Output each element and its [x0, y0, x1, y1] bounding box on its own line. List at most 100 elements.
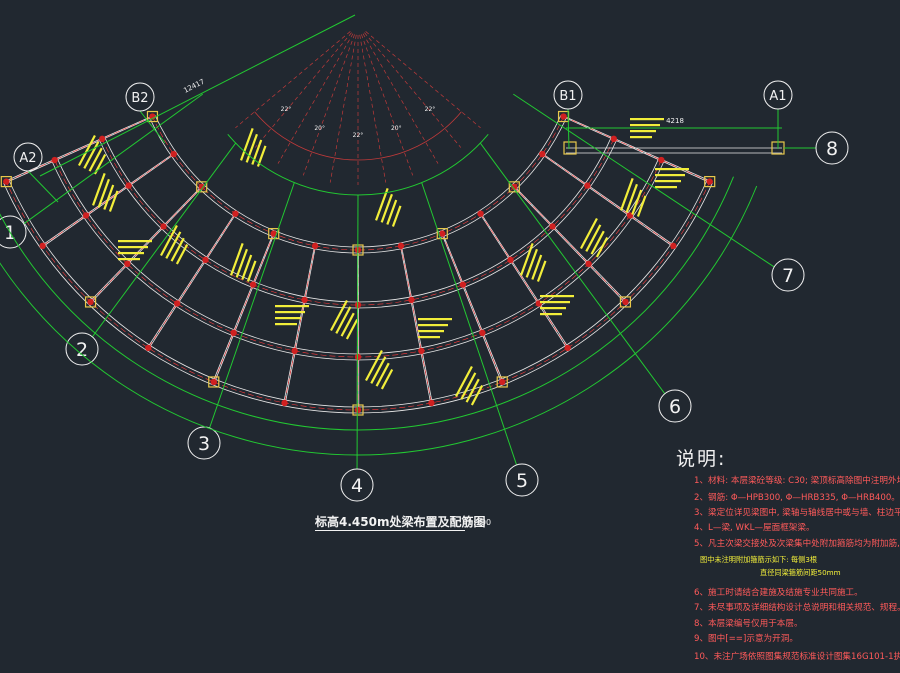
rebar-label-line [380, 193, 393, 223]
column [436, 228, 448, 240]
beam-node [249, 281, 257, 288]
note-item-1: 1、材料: 本层梁砼等级: C30; 梁顶标高除图中注明外均为4.450m [694, 476, 900, 486]
column [0, 175, 12, 188]
rebar-label-line [391, 205, 402, 227]
beam-node [125, 182, 132, 189]
angle-label: 22° [281, 106, 292, 113]
rebar-label-line [275, 317, 301, 320]
grid-leader [356, 194, 359, 470]
span-dimension-label: 4218 [666, 117, 684, 125]
beam-node [479, 329, 486, 337]
rebar-label-line [92, 173, 106, 206]
axis-bubble-5 [505, 463, 539, 497]
angle-label: 22° [353, 132, 364, 139]
rebar-label-line [655, 168, 689, 171]
note-item-9: 9、图中[==]示意为开洞。 [694, 634, 798, 644]
rebar-label-line [595, 237, 609, 258]
construction-ray [235, 31, 351, 129]
axis-bubble-6 [658, 389, 692, 423]
rebar-label [580, 217, 609, 258]
rebar-label-line [630, 124, 660, 127]
rebar-label [230, 243, 257, 282]
radial-beam-edge [90, 186, 203, 303]
beam-node [198, 183, 205, 191]
construction-ray [302, 34, 355, 176]
note-item-8: 8、本层梁编号仅用于本层。 [694, 619, 803, 629]
angle-label: 20° [391, 125, 402, 132]
axis-label: A1 [769, 89, 786, 104]
rebar-label-line [256, 145, 267, 167]
rebar-label [455, 365, 484, 406]
construction-ray [364, 32, 462, 148]
beam-node [145, 344, 152, 352]
radial-beam-edge [400, 245, 432, 404]
radial-beam-edge [214, 233, 275, 383]
rebar-label-line [630, 136, 652, 139]
construction-ray [254, 32, 352, 148]
beam-node [160, 223, 167, 230]
axis-label: 4 [351, 475, 363, 497]
beam-node [39, 242, 46, 250]
rebar-label [160, 224, 189, 265]
rebar-label-line [97, 178, 110, 208]
grid-leader [27, 170, 59, 203]
rebar-label-line [230, 243, 244, 276]
rebar-label [620, 178, 647, 217]
rebar-label-line [375, 188, 389, 221]
beam-node [585, 260, 592, 268]
axis-label: A2 [19, 151, 36, 166]
rebar-label-line [118, 240, 152, 243]
rebar-label-line [103, 184, 115, 210]
grid-leader [513, 93, 775, 268]
note-item-5: 5、凡主次梁交接处及次梁集中处附加箍筋均为附加筋, [694, 539, 900, 549]
beam-node [124, 260, 131, 268]
rebar-label [375, 188, 402, 227]
title-underline [315, 530, 465, 531]
beam-node [99, 135, 106, 143]
note-item-10: 10、未注广场依照图集规范标准设计图集16G101-1执行。 [694, 652, 900, 662]
rebar-label-line [540, 313, 562, 316]
axis-bubble-4 [340, 468, 374, 502]
column [508, 181, 520, 193]
rebar-label-line [335, 306, 352, 334]
rebar-label-line [118, 252, 144, 255]
rebar-label-line [655, 174, 685, 177]
beam-node [354, 406, 362, 414]
rebar-label-line [246, 260, 257, 282]
rebar-label-line [540, 301, 570, 304]
rebar-label-line [418, 324, 448, 327]
rebar-label-line [386, 199, 398, 225]
column [563, 141, 577, 155]
rebar-label [655, 168, 689, 189]
drawing-scale: 1:100 [468, 518, 492, 527]
beam-node [281, 399, 288, 407]
rebar-label-line [460, 372, 477, 400]
columns [0, 110, 785, 416]
dimension-arc [0, 176, 734, 431]
drawing-title: 标高4.450m处梁布置及配筋图 [315, 515, 486, 529]
rebar-label-line [525, 248, 538, 278]
radial-beam-center [542, 153, 674, 247]
rebar-label-line [630, 130, 656, 133]
note-item-5b: 直径同梁箍筋间距50mm [760, 568, 841, 577]
beam-node [311, 242, 319, 250]
rebar-label [540, 295, 574, 316]
rebar-label-line [275, 305, 309, 308]
rebar-label-line [540, 307, 566, 310]
rebar-label-line [636, 195, 647, 217]
rebar-label-line [375, 362, 390, 387]
note-item-2: 2、钢筋: Φ—HPB300, Φ—HRB335, Φ—HRB400。 [694, 493, 900, 503]
notes-title: 说明: [676, 448, 727, 470]
axis-bubble-7 [771, 258, 805, 292]
rebar-label-line [418, 330, 444, 333]
beam-node [51, 156, 58, 164]
rebar-label [92, 173, 119, 212]
rebar-label [630, 118, 664, 139]
beam-node [459, 281, 467, 288]
rebar-label-line [93, 154, 107, 175]
radial-beam-edge [480, 213, 569, 348]
rebar-label-line [531, 254, 543, 280]
grid-leader [23, 93, 203, 225]
